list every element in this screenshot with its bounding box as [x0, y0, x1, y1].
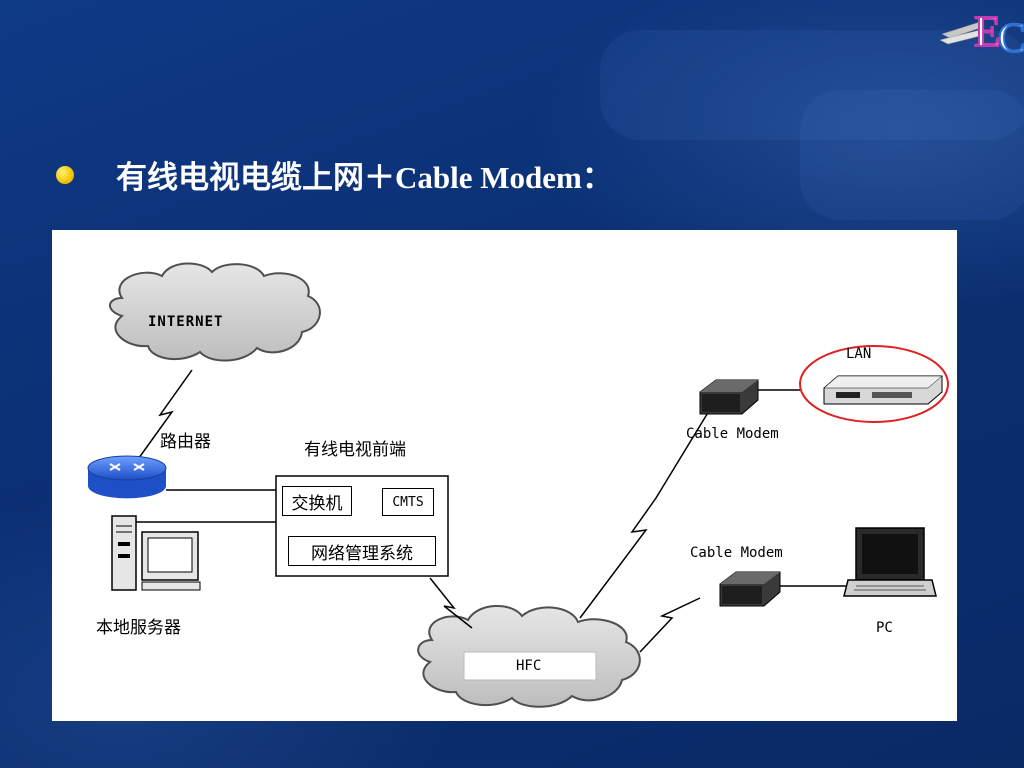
hfc-modem-top-link [579, 405, 713, 619]
headend-label: 有线电视前端 [304, 440, 406, 460]
nms-label: 网络管理系统 [311, 543, 413, 564]
server-icon [111, 515, 201, 591]
network-diagram: INTERNET 路由器 有线电视前端 交换机 CMTS 网络管理系统 本地服务… [52, 230, 957, 721]
diagram-graphics [87, 262, 949, 708]
lan-device-icon [823, 375, 943, 405]
hfc-label: HFC [516, 658, 542, 674]
lan-label: LAN [846, 346, 872, 362]
router-label: 路由器 [160, 432, 211, 452]
bullet-dot [56, 165, 74, 184]
cmts-label: CMTS [392, 494, 424, 510]
slide-title: 有线电视电缆上网＋Cable Modem： [116, 160, 613, 195]
hfc-cloud [417, 604, 641, 708]
wan-link [135, 369, 193, 463]
svg-text:C: C [998, 16, 1024, 58]
modem-bottom-icon [719, 571, 850, 607]
bullet-item: 有线电视电缆上网＋Cable Modem： [56, 152, 613, 197]
headend-hfc-link [429, 577, 473, 629]
ec-logo: E C [940, 6, 1024, 58]
background-panel [800, 90, 1024, 220]
hfc-modem-bottom-link [639, 597, 701, 653]
switch-box: 交换机 [282, 486, 352, 516]
switch-label: 交换机 [291, 493, 343, 514]
lan-highlight [799, 345, 949, 423]
svg-text:E: E [974, 7, 1001, 56]
cmts-box: CMTS [382, 488, 434, 516]
server-label: 本地服务器 [96, 618, 181, 638]
internet-label: INTERNET [148, 314, 224, 330]
modem-top-icon [699, 379, 800, 415]
background-panel [600, 30, 1024, 140]
nms-box: 网络管理系统 [288, 536, 436, 566]
pc-label: PC [876, 620, 893, 636]
internet-cloud [109, 262, 321, 362]
modem-bottom-label: Cable Modem [690, 545, 783, 561]
laptop-icon [843, 527, 937, 597]
router-icon [87, 455, 167, 499]
modem-top-label: Cable Modem [686, 426, 779, 442]
